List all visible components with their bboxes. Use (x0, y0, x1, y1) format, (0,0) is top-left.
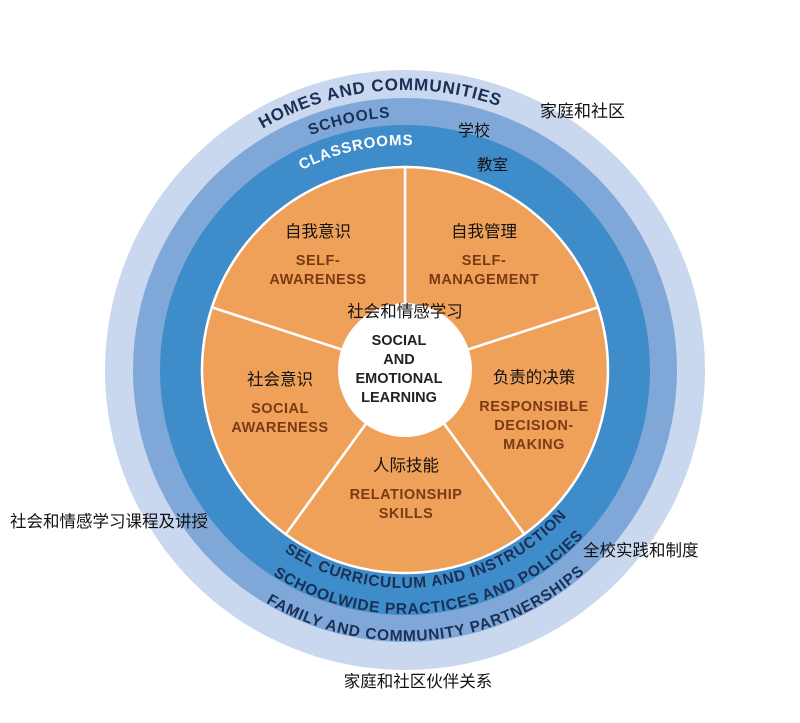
ring-cn-homes-communities: 家庭和社区 (540, 102, 625, 122)
competency-self-management: 自我管理 SELF- MANAGEMENT (429, 222, 540, 288)
competency-labels: 自我意识 SELF- AWARENESS 自我管理 SELF- MANAGEMENT 负责的… (231, 222, 588, 522)
competency-self-awareness: 自我意识 SELF- AWARENESS (269, 222, 366, 288)
competency-en-line: AWARENESS (269, 272, 366, 288)
center-cn-label: 社会和情感学习 (347, 302, 463, 321)
wedge-responsible-decision-making (283, 367, 527, 575)
competency-en-line: DECISION- (494, 418, 573, 434)
competency-en-line: RELATIONSHIP (350, 487, 463, 503)
competency-relationship-skills: 人际技能 RELATIONSHIP SKILLS (350, 456, 463, 522)
competency-en-line: MANAGEMENT (429, 272, 540, 288)
competency-responsible-decision-making: 负责的决策 RESPONSIBLE DECISION- MAKING (479, 368, 588, 453)
competency-cn-label: 人际技能 (373, 456, 439, 475)
competency-en-line: MAKING (503, 437, 565, 453)
competency-en-line: SOCIAL (251, 401, 309, 417)
ring-cn-schoolwide: 全校实践和制度 (583, 541, 699, 560)
center-en-line: EMOTIONAL (356, 371, 443, 387)
competency-cn-label: 自我意识 (285, 222, 351, 241)
center-hub: 社会和情感学习 SOCIAL AND EMOTIONAL LEARNING (338, 302, 472, 437)
wedge-social-awareness (210, 165, 407, 372)
competency-social-awareness: 社会意识 SOCIAL AWARENESS (231, 370, 328, 436)
ring-cn-family-partnerships: 家庭和社区伙伴关系 (344, 672, 493, 691)
competency-cn-label: 社会意识 (247, 370, 313, 389)
ring-cn-sel-curriculum: 社会和情感学习课程及讲授 (10, 512, 208, 531)
competency-en-line: SELF- (296, 253, 340, 269)
center-circle (338, 303, 472, 437)
competency-en-line: SKILLS (379, 506, 434, 522)
ring-cn-schools: 学校 (458, 121, 490, 140)
competency-en-line: AWARENESS (231, 420, 328, 436)
competency-cn-label: 负责的决策 (493, 368, 576, 387)
center-en-line: LEARNING (361, 390, 437, 406)
ring-cn-classrooms: 教室 (477, 156, 508, 174)
wedge-self-awareness (403, 165, 600, 372)
competency-en-line: SELF- (462, 253, 506, 269)
competency-en-line: RESPONSIBLE (479, 399, 588, 415)
center-en-line: AND (383, 352, 414, 368)
competency-cn-label: 自我管理 (451, 222, 517, 241)
center-en-line: SOCIAL (372, 333, 427, 349)
